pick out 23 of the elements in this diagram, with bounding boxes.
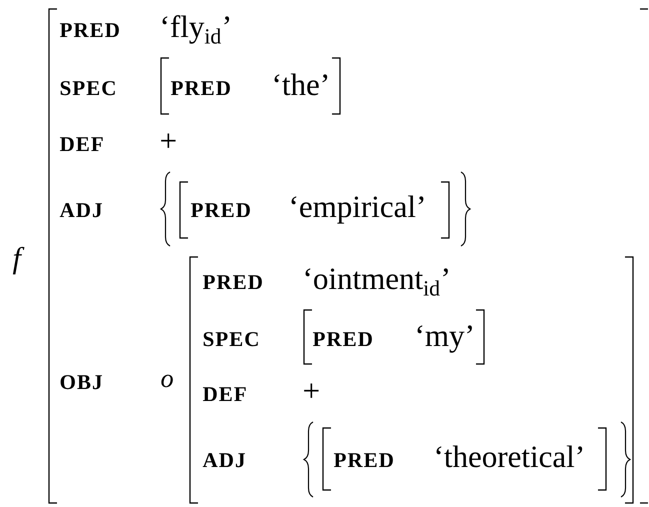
attribute-value: + [304, 383, 319, 398]
attribute-value: ‘my’ [418, 325, 472, 353]
variable-label: o [161, 374, 173, 388]
variable-label: f [12, 246, 24, 274]
attribute-name: PRED [334, 453, 393, 468]
attribute-value: ‘ointment$_{id}$’ [306, 268, 448, 296]
attribute-name: ADJ [202, 453, 245, 468]
attribute-name: DEF [202, 387, 246, 402]
attribute-value: ‘the’ [274, 73, 328, 96]
attribute-value: ‘theoretical’ [436, 445, 582, 468]
attribute-value: + [161, 133, 176, 148]
attribute-value: ‘fly$_{id}$’ [162, 15, 230, 44]
attribute-name: OBJ [60, 375, 102, 390]
attribute-name: PRED [60, 23, 119, 38]
attribute-name: SPEC [204, 332, 258, 346]
attribute-name: ADJ [60, 203, 102, 218]
attribute-name: PRED [170, 81, 230, 96]
attribute-value: ‘empirical’ [292, 195, 424, 224]
attribute-name: SPEC [60, 81, 115, 96]
attribute-name: DEF [60, 137, 103, 152]
attribute-name: PRED [312, 332, 372, 346]
attribute-name: PRED [202, 275, 262, 290]
attribute-name: PRED [190, 203, 250, 218]
